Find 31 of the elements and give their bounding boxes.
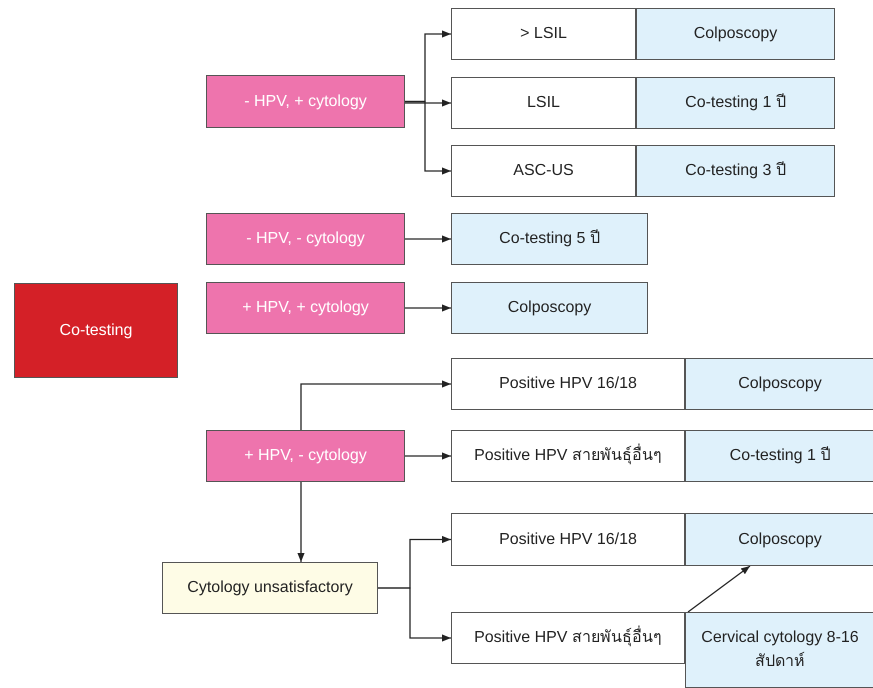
arrow xyxy=(405,304,451,312)
finding-box: Positive HPV 16/18 xyxy=(451,358,685,410)
finding-box: > LSIL xyxy=(451,8,636,60)
action-box: Colposcopy xyxy=(636,8,835,60)
action-box: Colposcopy xyxy=(685,513,873,566)
action-box: Co-testing 3 ปี xyxy=(636,145,835,197)
arrow xyxy=(405,235,451,243)
arrow xyxy=(300,380,451,430)
result-box: - HPV, - cytology xyxy=(206,213,405,265)
action-box: Co-testing 1 ปี xyxy=(636,77,835,129)
action-box: Colposcopy xyxy=(685,358,873,410)
arrow xyxy=(405,452,451,460)
result-box: + HPV, + cytology xyxy=(206,282,405,334)
result-box: - HPV, + cytology xyxy=(206,75,405,128)
action-box: Colposcopy xyxy=(451,282,648,334)
arrow xyxy=(688,565,750,613)
action-box: Co-testing 5 ปี xyxy=(451,213,648,265)
result-box: + HPV, - cytology xyxy=(206,430,405,482)
start-box: Co-testing xyxy=(14,283,178,378)
action-box: Co-testing 1 ปี xyxy=(685,430,873,482)
finding-box: Positive HPV สายพันธุ์อื่นๆ xyxy=(451,430,685,482)
finding-box: Positive HPV 16/18 xyxy=(451,513,685,566)
arrow xyxy=(378,587,451,642)
arrow xyxy=(405,100,451,175)
finding-box: Positive HPV สายพันธุ์อื่นๆ xyxy=(451,612,685,664)
result-box: Cytology unsatisfactory xyxy=(162,562,378,614)
finding-box: ASC-US xyxy=(451,145,636,197)
arrow xyxy=(297,482,305,562)
finding-box: LSIL xyxy=(451,77,636,129)
action-box: Cervical cytology 8-16 สัปดาห์ xyxy=(685,612,873,688)
arrow xyxy=(405,99,451,107)
